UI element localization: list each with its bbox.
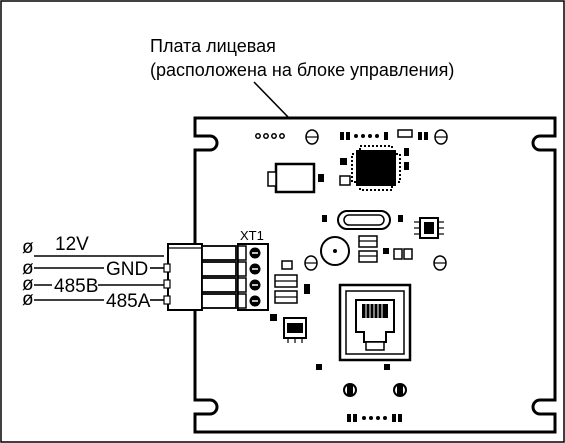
bottom-pads <box>347 414 402 422</box>
terminal-symbol: ø <box>22 237 34 258</box>
wire-label-12v: 12V <box>55 234 89 255</box>
smd-part <box>384 364 390 370</box>
smd-part <box>403 248 413 260</box>
title-leader-line <box>253 81 290 119</box>
smd-part <box>304 284 310 294</box>
power-module <box>267 162 316 194</box>
rj45-jack <box>338 283 412 362</box>
crystal-oscillator <box>337 210 391 230</box>
smd-part <box>393 248 403 260</box>
small-ic <box>414 217 444 239</box>
wire-label-485b: 485B <box>54 276 98 297</box>
terminal-symbol: ø <box>22 258 34 279</box>
terminal-plug <box>163 243 237 311</box>
bottom-holes <box>343 383 407 397</box>
wire-gnd: ø GND <box>22 258 164 280</box>
smd-part <box>316 364 322 370</box>
buzzer <box>320 236 350 266</box>
top-pads <box>255 129 448 145</box>
wire-485a: ø 485A <box>22 289 164 312</box>
connector-label: XT1 <box>240 228 264 243</box>
wire-label-gnd: GND <box>106 259 148 280</box>
smd-part <box>383 248 389 254</box>
wire-485b: ø 485B <box>22 274 164 297</box>
terminal-symbol: ø <box>22 289 34 310</box>
smd-part <box>340 158 347 165</box>
smd-part <box>270 314 277 321</box>
front-panel-board <box>193 116 557 434</box>
smd-part <box>404 148 409 156</box>
title-line-2: (расположена на блоке управления) <box>150 60 454 80</box>
smd-part <box>281 260 293 270</box>
smd-part <box>318 174 324 182</box>
terminal-symbol: ø <box>22 274 34 295</box>
driver-ic <box>283 317 307 343</box>
smd-part <box>404 162 409 170</box>
wire-label-485a: 485A <box>106 291 151 312</box>
smd-part <box>322 215 327 222</box>
wire-12v: ø 12V <box>22 234 164 258</box>
smd-part <box>398 215 403 222</box>
smd-part <box>339 175 351 186</box>
microcontroller-chip <box>351 145 401 191</box>
connector-xt1 <box>237 243 269 311</box>
title-line-1: Плата лицевая <box>150 36 276 56</box>
